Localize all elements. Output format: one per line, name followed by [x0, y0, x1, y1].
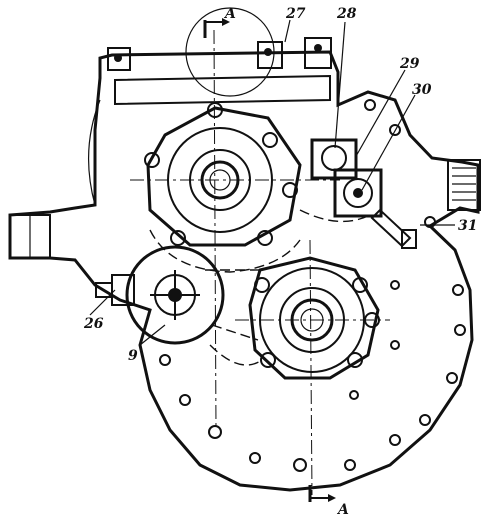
section-marks: [203, 18, 336, 502]
label-section-a-top: A: [223, 6, 236, 22]
hidden-lines: [149, 209, 371, 366]
leader-lines: [89, 19, 455, 346]
lower-bearing-cover: [248, 256, 380, 380]
upper-bearing-cover: [146, 106, 302, 247]
label-29: 29: [399, 56, 420, 72]
callout-labels: A A 27 28 29 30 31 26 9: [83, 6, 477, 518]
left-boss: [9, 214, 51, 259]
label-26: 26: [83, 316, 104, 332]
label-27: 27: [285, 6, 306, 22]
label-30: 30: [412, 82, 432, 98]
left-small-cover: [95, 245, 225, 345]
right-outlet: [447, 159, 481, 211]
top-flange: [107, 7, 332, 97]
label-section-a-bottom: A: [336, 502, 349, 518]
label-31: 31: [458, 218, 477, 234]
valve-assembly: [310, 138, 417, 249]
label-9: 9: [128, 348, 138, 364]
bolt-heads: [144, 99, 466, 472]
label-28: 28: [336, 6, 357, 22]
